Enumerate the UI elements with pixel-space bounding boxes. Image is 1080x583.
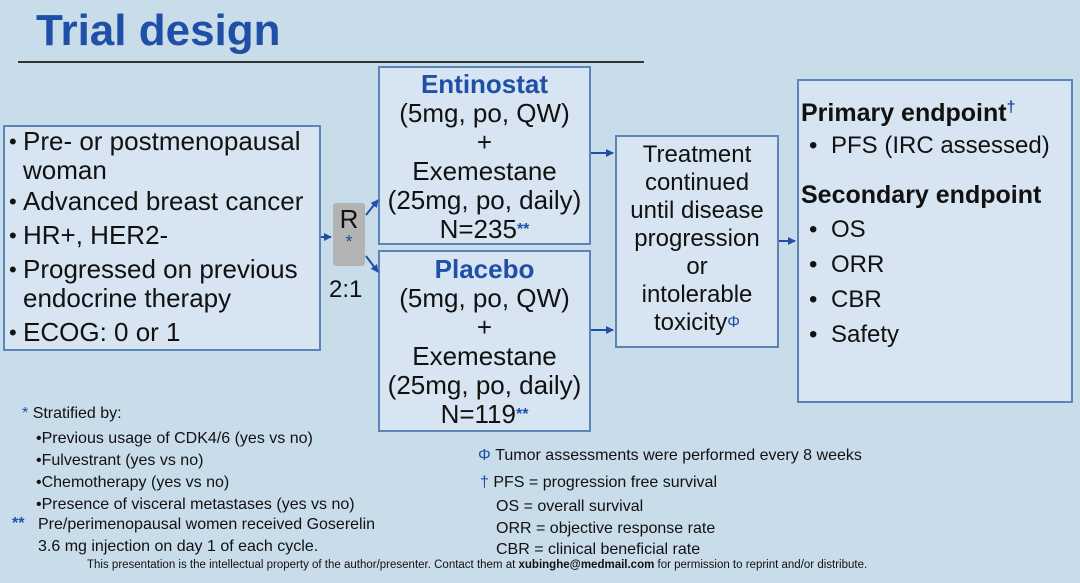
secondary-endpoint-title: Secondary endpoint — [801, 181, 1042, 209]
treatment-line: toxicity — [653, 309, 728, 336]
arm-b-partner: Exemestane — [412, 341, 557, 371]
endpoints-box: Primary endpoint† •PFS (IRC assessed) Se… — [797, 79, 1073, 403]
arm-a-partner-dose: (25mg, po, daily) — [387, 185, 582, 215]
arrow-randomization-to-arm-b — [365, 255, 379, 273]
abbreviation-orr: ORR = objective response rate — [496, 519, 716, 537]
randomization-letter: R — [339, 204, 359, 234]
endpoint-text: ORR — [831, 251, 885, 278]
stratification-item: •Chemotherapy (yes vs no) — [36, 474, 230, 491]
stratification-note-mark: * — [22, 405, 29, 422]
stratification-note-title: Stratified by: — [32, 405, 122, 422]
abbreviation-os: OS = overall survival — [496, 498, 644, 515]
eligibility-list: Pre- or postmenopausal woman Advanced br… — [5, 127, 319, 348]
arm-a-drug: Entinostat — [420, 69, 549, 99]
treatment-line: progression — [634, 225, 760, 252]
randomization-box: R * — [333, 203, 365, 266]
arrow-randomization-to-arm-a — [365, 199, 379, 216]
placebo-arm-box: Placebo (5mg, po, QW) + Exemestane (25mg… — [378, 250, 591, 432]
criterion-item: HR+, HER2- — [9, 221, 319, 251]
arm-b-n-mark: ** — [515, 406, 529, 423]
criterion-item: Progressed on previous endocrine therapy — [9, 255, 319, 313]
endpoint-text: Safety — [831, 321, 900, 348]
criterion-item: Pre- or postmenopausal woman — [9, 127, 319, 185]
arm-a-plus: + — [476, 127, 493, 157]
endpoint-item: •Safety — [809, 321, 900, 348]
treatment-line: or — [686, 253, 708, 280]
entinostat-arm-box: Entinostat (5mg, po, QW) + Exemestane (2… — [378, 66, 591, 245]
tumor-assessment-mark: Φ — [727, 314, 741, 331]
endpoint-item: •ORR — [809, 251, 885, 278]
tumor-assessment-note-mark: Φ — [478, 447, 491, 464]
endpoint-item: •PFS (IRC assessed) — [809, 132, 1050, 159]
criterion-item: ECOG: 0 or 1 — [9, 318, 319, 348]
tumor-assessment-note: Φ Tumor assessments were performed every… — [478, 447, 862, 465]
endpoint-text: OS — [831, 216, 866, 243]
abbreviation-pfs: PFS = progression free survival — [493, 474, 718, 491]
arm-b-n-value: N=119 — [440, 399, 516, 429]
goserelin-note: Pre/perimenopausal women received Gosere… — [38, 514, 375, 558]
treatment-line: intolerable — [641, 281, 753, 308]
copyright-text-end: for permission to reprint and/or distrib… — [654, 559, 868, 571]
stratification-item: •Presence of visceral metastases (yes vs… — [36, 496, 355, 513]
goserelin-note-line: 3.6 mg injection on day 1 of each cycle. — [38, 538, 319, 555]
stratification-item: •Fulvestrant (yes vs no) — [36, 452, 204, 469]
copyright-line: This presentation is the intellectual pr… — [87, 559, 867, 571]
endpoint-text: PFS (IRC assessed) — [831, 132, 1050, 159]
contact-email: xubinghe@medmail.com — [518, 559, 655, 571]
page-title: Trial design — [36, 6, 281, 55]
abbreviation-note-first: † PFS = progression free survival — [480, 474, 717, 492]
stratification-mark: * — [345, 232, 353, 252]
eligibility-box: Pre- or postmenopausal woman Advanced br… — [3, 125, 321, 351]
goserelin-note-line: Pre/perimenopausal women received Gosere… — [38, 516, 376, 533]
treatment-line: continued — [644, 169, 750, 196]
primary-endpoint-heading: Primary endpoint† — [801, 99, 1071, 128]
abbreviation-mark: † — [480, 474, 489, 491]
abbreviation-list: OS = overall survival ORR = objective re… — [496, 496, 715, 561]
arm-b-plus: + — [476, 312, 493, 342]
arm-a-n-mark: ** — [516, 221, 530, 238]
arm-b-n: N=119** — [380, 400, 589, 429]
tumor-assessment-note-text: Tumor assessments were performed every 8… — [495, 447, 862, 464]
endpoint-item: •OS — [809, 216, 866, 243]
stratification-item: •Previous usage of CDK4/6 (yes vs no) — [36, 430, 313, 447]
treatment-box: Treatment continued until disease progre… — [615, 135, 779, 348]
arm-b-drug: Placebo — [434, 254, 535, 284]
title-divider — [18, 61, 644, 63]
criterion-item: Advanced breast cancer — [9, 187, 319, 217]
randomization-ratio: 2:1 — [329, 276, 363, 303]
goserelin-note-mark: ** — [12, 515, 25, 532]
primary-endpoint-title: Primary endpoint — [801, 99, 1007, 127]
treatment-line: until disease — [630, 197, 764, 224]
arm-a-drug-dose: (5mg, po, QW) — [399, 98, 570, 128]
primary-endpoint-mark: † — [1006, 99, 1016, 116]
arm-a-n-value: N=235 — [439, 214, 517, 244]
treatment-line: Treatment — [642, 141, 752, 168]
stratification-note: * Stratified by: — [22, 405, 122, 423]
endpoint-item: •CBR — [809, 286, 882, 313]
endpoint-text: CBR — [831, 286, 882, 313]
arm-b-drug-dose: (5mg, po, QW) — [399, 283, 570, 313]
arm-b-partner-dose: (25mg, po, daily) — [387, 370, 582, 400]
arm-a-partner: Exemestane — [412, 156, 557, 186]
arm-a-n: N=235** — [380, 215, 589, 244]
copyright-text: This presentation is the intellectual pr… — [87, 559, 519, 571]
abbreviation-cbr: CBR = clinical beneficial rate — [496, 541, 701, 558]
stratification-list: •Previous usage of CDK4/6 (yes vs no) •F… — [36, 428, 355, 516]
